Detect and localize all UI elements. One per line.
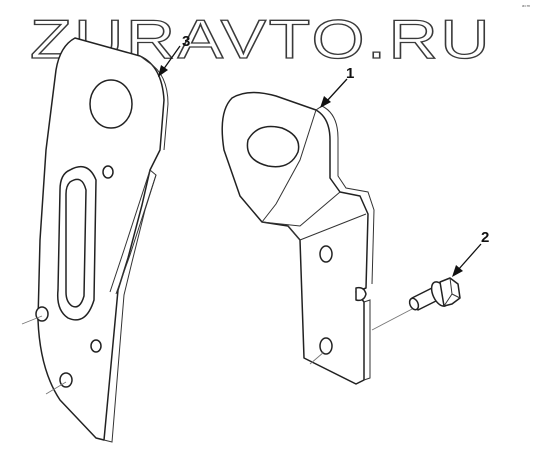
callout-3-label: 3	[182, 33, 190, 50]
part-3-side-plate	[21, 37, 169, 443]
bracket-fold-line	[261, 191, 367, 241]
side-plate-hole-c	[90, 339, 102, 353]
bolt-head-edge	[443, 277, 461, 307]
bracket-edge-lower	[363, 299, 371, 381]
callout-3-arrowhead	[158, 65, 168, 77]
part-1-bracket	[221, 91, 415, 385]
side-plate-centerline-2	[45, 381, 67, 395]
side-plate-flange	[109, 169, 157, 295]
callout-3-leader	[162, 45, 181, 71]
side-plate-hole-a	[102, 165, 114, 179]
bracket-hole-lower	[319, 337, 333, 355]
side-plate-edge-top	[139, 55, 169, 151]
bolt-tip	[408, 297, 420, 311]
side-plate-slot	[65, 178, 87, 308]
callout-2-leader	[457, 243, 482, 271]
callout-2-arrowhead	[452, 265, 463, 277]
bracket-centerline-2	[371, 307, 415, 331]
bracket-upper-hole	[246, 125, 300, 168]
bracket-inner-fold	[261, 109, 317, 223]
bracket-notch	[355, 286, 367, 302]
side-plate-outline	[37, 37, 165, 441]
callout-1-arrowhead	[320, 96, 331, 108]
callout-1-leader	[325, 78, 348, 103]
part-2-bolt	[408, 277, 461, 311]
corner-mark: ᵃᶜᵐ	[522, 4, 531, 11]
bolt-head	[439, 277, 461, 307]
side-plate-hole-b	[35, 306, 49, 322]
bracket-hole-upper	[319, 245, 333, 263]
side-plate-upper-hole	[89, 79, 133, 129]
bracket-edge-right	[315, 105, 375, 285]
callout-3: 3	[158, 33, 190, 77]
side-plate-centerline-1	[21, 315, 43, 325]
callout-1: 1	[320, 65, 354, 108]
callout-2: 2	[452, 229, 489, 277]
bracket-centerline-1	[309, 351, 325, 365]
callout-2-label: 2	[481, 229, 489, 246]
callout-1-label: 1	[346, 65, 354, 82]
